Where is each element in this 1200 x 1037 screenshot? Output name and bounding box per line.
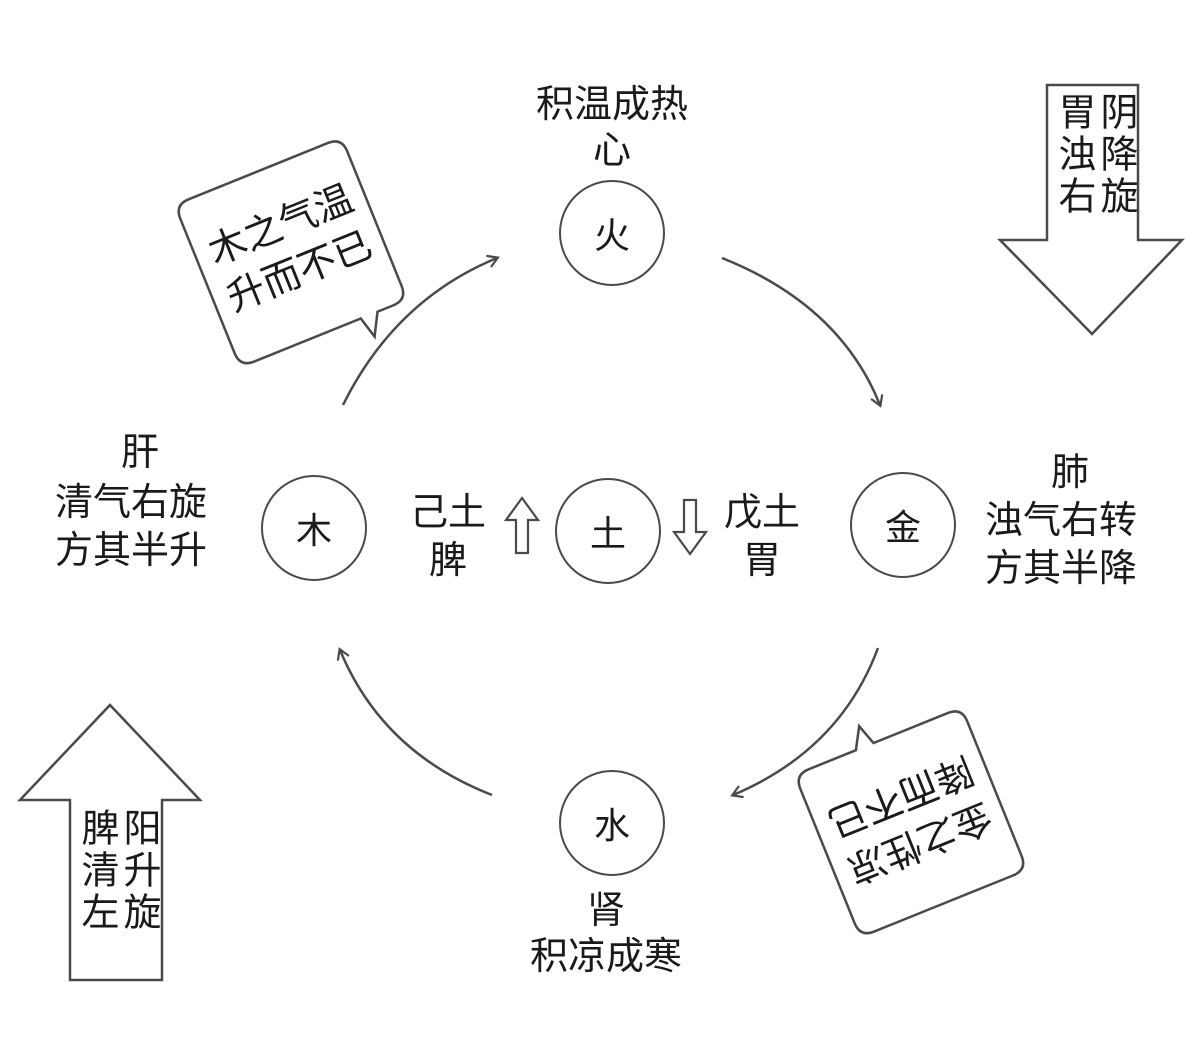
wood-label-line2: 清气右旋 <box>55 480 208 524</box>
callout-wood-rise <box>177 140 405 365</box>
up-arrow-text-col2: 阳升旋 <box>117 808 161 934</box>
wu-tu-label: 戊土 <box>724 490 801 534</box>
ji-tu-label: 己土 <box>410 490 487 534</box>
node-wood: 木 <box>261 475 367 581</box>
down-arrow-text-col1: 胃浊右 <box>1052 92 1096 218</box>
spleen-label: 脾 <box>428 538 467 582</box>
arc-fire-to-metal <box>721 256 884 408</box>
down-arrow-text-col2: 阴降旋 <box>1094 92 1138 218</box>
arc-wood-to-fire <box>341 254 500 406</box>
small-down-arrow <box>671 498 709 556</box>
node-water: 水 <box>559 770 665 876</box>
node-fire: 火 <box>559 180 665 286</box>
fire-label-line1: 积温成热 <box>535 82 688 126</box>
arc-water-to-wood <box>336 647 493 797</box>
fire-label-line2: 心 <box>592 128 631 172</box>
stomach-label: 胃 <box>742 538 781 582</box>
big-down-arrow <box>997 83 1185 336</box>
water-label-line2: 积凉成寒 <box>529 934 682 978</box>
node-metal: 金 <box>850 472 956 578</box>
callout-metal-fall <box>797 710 1025 935</box>
metal-label-line2: 浊气右转 <box>985 498 1138 542</box>
small-up-arrow <box>503 496 541 555</box>
node-earth: 土 <box>555 478 661 584</box>
wood-label-line3: 方其半升 <box>55 528 208 572</box>
up-arrow-text-col1: 脾清左 <box>75 808 119 934</box>
arc-metal-to-water <box>730 647 880 799</box>
big-up-arrow <box>17 703 203 982</box>
metal-label-line1: 肺 <box>1050 450 1089 494</box>
wood-label-line1: 肝 <box>120 430 159 474</box>
water-label-line1: 肾 <box>586 888 625 932</box>
metal-label-line3: 方其半降 <box>985 546 1138 590</box>
